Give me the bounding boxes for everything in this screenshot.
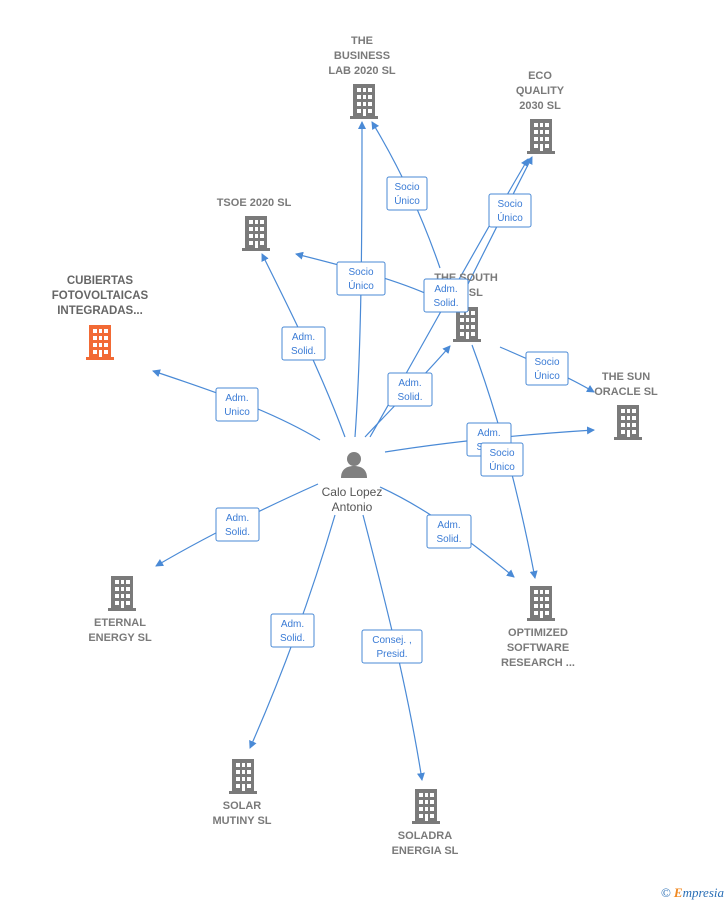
building-icon <box>108 576 136 611</box>
relation-text-line: Socio <box>497 199 522 210</box>
brand-name: mpresia <box>682 885 724 900</box>
company-label-line: THE <box>351 35 373 47</box>
company-label-line: INTEGRADAS... <box>57 305 143 317</box>
relation-text-line: Unico <box>224 407 250 418</box>
relation-label-r11[interactable]: Adm. Solid. <box>426 514 472 549</box>
relation-label-r12[interactable]: Adm. Solid. <box>215 507 260 542</box>
brand-initial: E <box>673 885 683 900</box>
person-name-line2: Antonio <box>332 500 373 514</box>
company-label-line: ORACLE SL <box>594 386 658 398</box>
company-label-line: LAB 2020 SL <box>328 65 396 77</box>
relation-text-line: Socio <box>489 448 514 459</box>
relation-label-r5[interactable]: Adm. Solid. <box>423 278 469 313</box>
relation-text-line: Socio <box>534 357 559 368</box>
building-icon <box>229 759 257 794</box>
relation-text-line: Adm. <box>398 378 421 389</box>
building-icon <box>527 586 555 621</box>
relation-text-line: Único <box>394 194 420 207</box>
relation-label-r14[interactable]: Consej. , Presid. <box>361 629 423 664</box>
company-node-eternal[interactable]: ETERNAL ENERGY SL <box>88 576 152 644</box>
company-label-line: ECO <box>528 70 552 82</box>
company-node-solar-mutiny[interactable]: SOLAR MUTINY SL <box>212 759 272 827</box>
building-icon <box>527 119 555 154</box>
relation-text-line: Adm. <box>281 619 304 630</box>
company-node-business-lab[interactable]: THE BUSINESS LAB 2020 SL <box>328 35 396 119</box>
relation-label-r6[interactable]: Adm. Unico <box>215 387 259 422</box>
person-icon <box>341 452 367 478</box>
relation-text-line: Solid. <box>225 527 250 538</box>
company-label-line: ETERNAL <box>94 617 146 629</box>
footer-brand: ©Empresia <box>661 885 724 901</box>
copyright-icon: © <box>661 885 671 900</box>
company-label-line: MUTINY SL <box>212 815 271 827</box>
relation-text-line: Presid. <box>376 649 407 660</box>
company-label-line: BUSINESS <box>334 50 390 62</box>
company-label-line: OPTIMIZED <box>508 627 568 639</box>
relation-text-line: Único <box>489 460 515 473</box>
relation-text-line: Adm. <box>225 393 248 404</box>
relation-text-line: Único <box>348 279 374 292</box>
building-icon <box>86 325 114 360</box>
relation-text-line: Adm. <box>292 332 315 343</box>
company-label-line: ENERGIA SL <box>392 845 459 857</box>
building-icon <box>614 405 642 440</box>
company-label-line: ENERGY SL <box>88 632 152 644</box>
relation-text-line: Solid. <box>436 534 461 545</box>
relation-text-line: Adm. <box>434 284 457 295</box>
relation-text-line: Solid. <box>433 298 458 309</box>
relation-label-r4[interactable]: Adm. Solid. <box>281 326 326 361</box>
center-person[interactable]: Calo Lopez Antonio <box>322 452 383 514</box>
building-icon <box>350 84 378 119</box>
relation-label-r13[interactable]: Adm. Solid. <box>270 613 315 648</box>
company-label-line: SOLAR <box>223 800 262 812</box>
company-label-line: SOFTWARE <box>507 642 569 654</box>
relation-text-line: Solid. <box>280 633 305 644</box>
company-label-line: THE SUN <box>602 371 650 383</box>
relation-text-line: Adm. <box>226 513 249 524</box>
company-label-line: FOTOVOLTAICAS <box>52 290 149 302</box>
person-name-line1: Calo Lopez <box>322 485 383 499</box>
relation-text-line: Adm. <box>477 428 500 439</box>
company-label-line: CUBIERTAS <box>67 275 134 287</box>
relation-text-line: Socio <box>394 182 419 193</box>
company-nodes: THE BUSINESS LAB 2020 SL ECO QUALITY 2030 SL T… <box>52 35 658 857</box>
company-label-line: 2030 SL <box>519 100 561 112</box>
company-label-line: RESEARCH ... <box>501 657 575 669</box>
building-icon <box>412 789 440 824</box>
company-node-sun-oracle[interactable]: THE SUN ORACLE SL <box>594 371 658 440</box>
relation-text-line: Único <box>534 369 560 382</box>
building-icon <box>242 216 270 251</box>
company-label-line: QUALITY <box>516 85 565 97</box>
company-node-cubiertas[interactable]: CUBIERTAS FOTOVOLTAICAS INTEGRADAS... <box>52 275 149 360</box>
company-node-optimized[interactable]: OPTIMIZED SOFTWARE RESEARCH ... <box>501 586 575 669</box>
relation-text-line: Único <box>497 211 523 224</box>
company-node-tsoe[interactable]: TSOE 2020 SL <box>217 197 292 251</box>
relation-text-line: Solid. <box>397 392 422 403</box>
relation-label-r7[interactable]: Adm. Solid. <box>387 372 433 407</box>
relation-text-line: Consej. , <box>372 635 411 646</box>
relation-text-line: Adm. <box>437 520 460 531</box>
relation-text-line: Socio <box>348 267 373 278</box>
relation-text-line: Solid. <box>291 346 316 357</box>
company-label-line: SOLADRA <box>398 830 452 842</box>
company-label-line: TSOE 2020 SL <box>217 197 292 209</box>
company-node-eco-quality[interactable]: ECO QUALITY 2030 SL <box>516 70 565 154</box>
company-node-soladra[interactable]: SOLADRA ENERGIA SL <box>392 789 459 857</box>
